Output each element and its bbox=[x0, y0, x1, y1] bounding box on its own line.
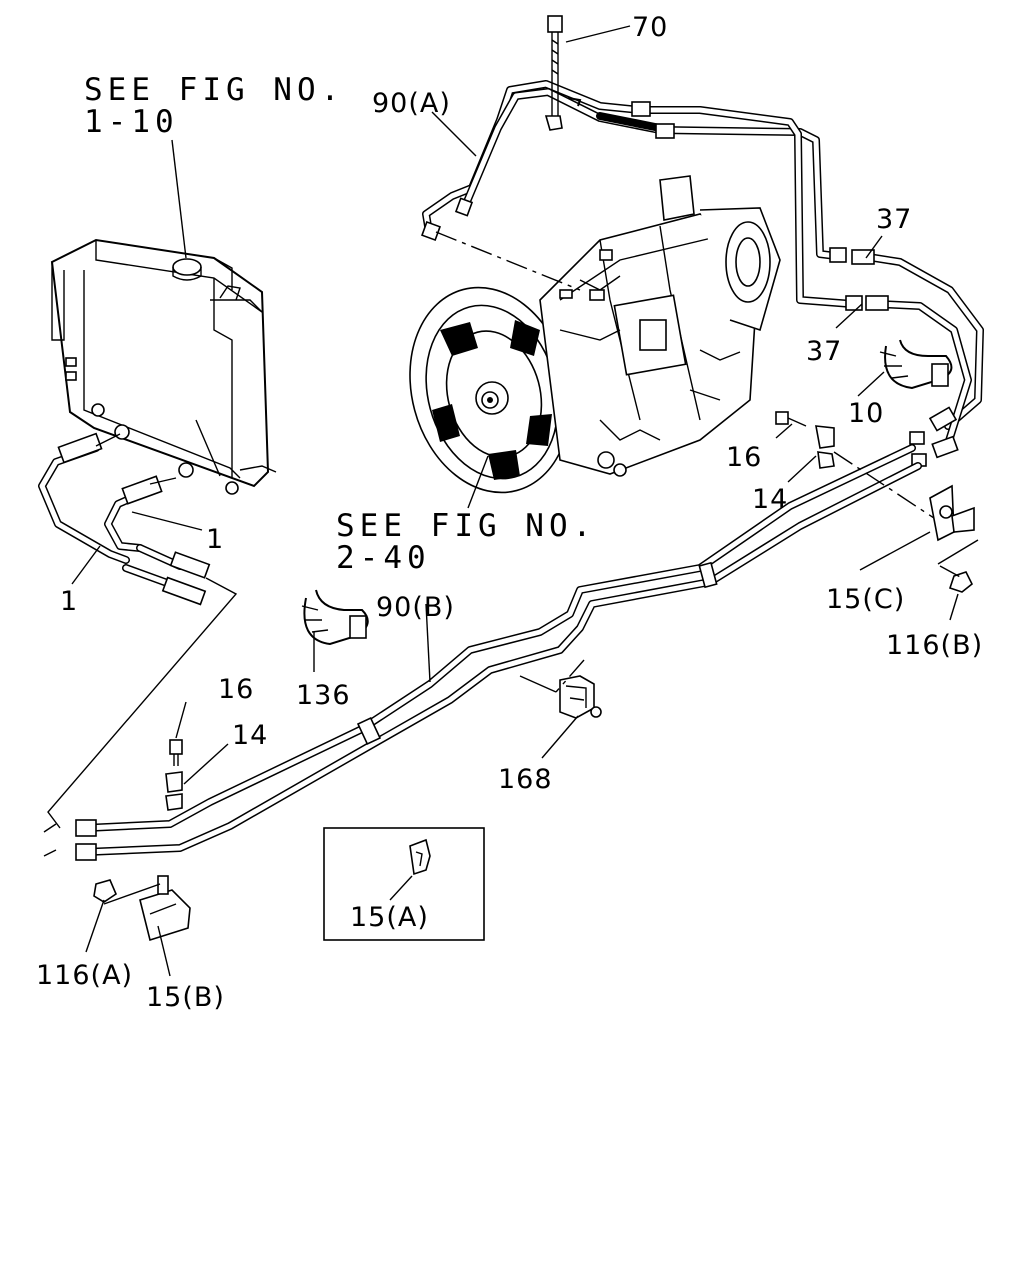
rubber-hose-1 bbox=[38, 432, 238, 829]
callout-90b: 90(B) bbox=[376, 592, 455, 623]
callout-37-bottom: 37 bbox=[806, 336, 842, 367]
clip-14-upper bbox=[775, 411, 947, 527]
phantom-line bbox=[435, 231, 581, 291]
flexible-hose-37 bbox=[851, 249, 984, 467]
callout-136: 136 bbox=[296, 680, 351, 711]
lower-oil-tube-90b bbox=[43, 444, 922, 861]
callout-15b: 15(B) bbox=[146, 982, 225, 1013]
transmission-assembly bbox=[409, 175, 781, 494]
upper-oil-tube-90a bbox=[421, 15, 863, 311]
callout-leaders bbox=[71, 25, 959, 977]
ref-transmission-line1: SEE FIG NO. bbox=[336, 508, 596, 544]
callout-16-upper: 16 bbox=[726, 442, 762, 473]
clip-14-lower bbox=[165, 739, 183, 811]
inset-box-15a bbox=[323, 827, 485, 941]
callout-1-left: 1 bbox=[60, 586, 78, 617]
phantom-line bbox=[555, 659, 585, 693]
hose-band-10 bbox=[879, 339, 953, 390]
ref-radiator-line2: 1-10 bbox=[84, 104, 179, 140]
callout-16-lower: 16 bbox=[218, 674, 254, 705]
bracket-15b bbox=[93, 875, 191, 942]
hose-band-136 bbox=[301, 589, 369, 646]
callout-90a: 90(A) bbox=[372, 88, 451, 119]
bracket-15c bbox=[929, 484, 979, 593]
phantom-line bbox=[939, 565, 963, 579]
callout-1-right: 1 bbox=[206, 524, 224, 555]
callout-116a: 116(A) bbox=[36, 960, 133, 991]
callout-14-upper: 14 bbox=[752, 484, 788, 515]
callout-15c: 15(C) bbox=[826, 584, 905, 615]
callout-10: 10 bbox=[848, 398, 884, 429]
callout-116b: 116(B) bbox=[886, 630, 983, 661]
callout-70: 70 bbox=[632, 12, 668, 43]
ref-transmission-line2: 2-40 bbox=[336, 540, 431, 576]
clip-168 bbox=[519, 675, 602, 719]
ref-radiator-line1: SEE FIG NO. bbox=[84, 72, 344, 108]
radiator-assembly bbox=[50, 238, 277, 495]
callout-14-lower: 14 bbox=[232, 720, 268, 751]
callout-37-top: 37 bbox=[876, 204, 912, 235]
callout-168: 168 bbox=[498, 764, 553, 795]
callout-15a: 15(A) bbox=[350, 902, 429, 933]
